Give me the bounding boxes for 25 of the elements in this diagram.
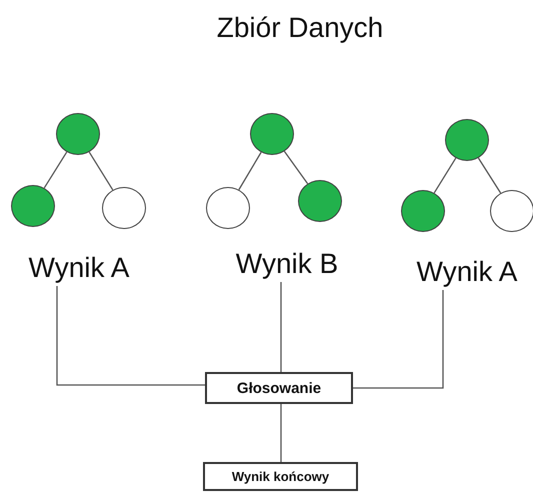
- process-box: Wynik końcowy: [203, 462, 358, 491]
- result-label: Wynik A: [402, 254, 532, 290]
- result-label: Wynik A: [14, 250, 144, 286]
- connector-line: [56, 286, 205, 386]
- tree-node-circle: [250, 113, 294, 155]
- tree-node-circle: [298, 180, 342, 222]
- connector-line: [44, 152, 68, 188]
- tree-node-circle: [11, 185, 55, 227]
- tree-node-circle: [56, 113, 100, 155]
- tree-node-circle: [490, 190, 533, 232]
- connector-line: [434, 158, 456, 194]
- connector-line: [280, 404, 282, 462]
- tree-node-circle: [401, 190, 445, 232]
- diagram-title: Zbiór Danych: [216, 12, 384, 44]
- connector-line: [478, 158, 502, 194]
- connector-line: [280, 282, 282, 372]
- connector-line: [88, 152, 114, 190]
- tree-node-circle: [102, 187, 146, 229]
- connector-line: [353, 290, 444, 389]
- process-box: Głosowanie: [205, 372, 353, 404]
- connector-line: [284, 150, 308, 184]
- tree-node-circle: [445, 119, 489, 161]
- result-label: Wynik B: [222, 246, 352, 282]
- connector-line: [238, 152, 262, 190]
- tree-node-circle: [206, 187, 250, 229]
